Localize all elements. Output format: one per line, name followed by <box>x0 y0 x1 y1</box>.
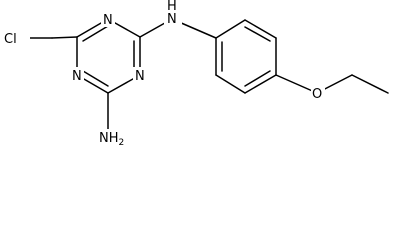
amino-subscript: 2 <box>119 138 125 148</box>
ring-nitrogen-top: N <box>103 13 113 28</box>
ether-oxygen: O <box>312 87 322 102</box>
ring-nitrogen-right: N <box>135 69 145 84</box>
bond-ar2-ar3 <box>244 19 277 39</box>
bond-ar4-ar5 <box>244 74 277 94</box>
bond-ar4-o <box>275 74 318 94</box>
bond-ch2-ch3 <box>351 74 389 94</box>
amino-group: NH2 <box>99 131 124 148</box>
bond-ar2-ar3-double <box>244 26 271 42</box>
amine-nitrogen: N <box>167 12 177 27</box>
bond-c4-n5-double <box>82 70 109 87</box>
amine-hydrogen: H <box>167 0 177 14</box>
ring-nitrogen-left: N <box>72 69 82 84</box>
bonds <box>27 18 389 131</box>
atom-labels: Cl N N N N H NH2 O <box>2 0 325 148</box>
amino-label: NH <box>99 131 119 146</box>
chlorine-atom: Cl <box>4 32 17 47</box>
bond-ar5-ar6 <box>215 74 246 94</box>
bond-ch2-c6 <box>51 36 78 39</box>
bond-ar1-ar2 <box>215 19 246 39</box>
bond-ar4-ar5-double <box>244 70 271 87</box>
molecule-structure: Cl N N N N H NH2 O <box>2 0 389 148</box>
bond-c6-n1-double <box>82 25 109 42</box>
